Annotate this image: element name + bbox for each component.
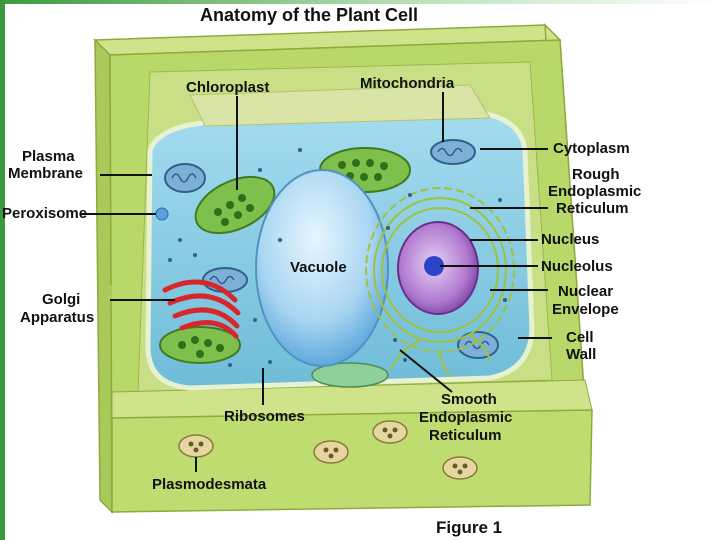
label-plasmodesmata: Plasmodesmata (152, 476, 267, 493)
label-vacuole: Vacuole (290, 259, 347, 276)
mitochondrion (430, 139, 476, 165)
diagram-title: Anatomy of the Plant Cell (200, 5, 419, 25)
label-cytoplasm: Cytoplasm (553, 140, 630, 157)
top-accent-bar (0, 0, 720, 4)
label-peroxisome: Peroxisome (2, 205, 88, 222)
plasmodesma (372, 420, 408, 444)
golgi-apparatus (162, 279, 241, 339)
label-mitochondria: Mitochondria (360, 75, 455, 92)
label-plasma-membrane-line1: Plasma (22, 148, 75, 165)
label-ribosomes: Ribosomes (224, 408, 305, 425)
chloroplast (194, 175, 276, 235)
plasmodesma (442, 456, 478, 480)
label-nucleus: Nucleus (541, 231, 600, 248)
label-plasma-membrane-line2: Membrane (8, 165, 84, 182)
inner-chamber (189, 84, 491, 127)
chloroplast (311, 362, 389, 388)
label-nuclear-envelope-line1: Nuclear (558, 283, 614, 300)
leader-lines (80, 92, 552, 472)
figure-caption: Figure 1 (436, 518, 503, 537)
left-accent-bar (0, 0, 5, 540)
ribosomes (168, 148, 507, 367)
label-nuclear-envelope-line2: Envelope (552, 301, 619, 318)
nucleolus (424, 256, 444, 276)
mitochondrion (202, 267, 248, 293)
label-cell-wall-line2: Wall (566, 346, 597, 363)
label-smooth-er-line3: Reticulum (429, 427, 502, 444)
label-rough-er-line1: Rough (572, 166, 620, 183)
peroxisome (155, 207, 169, 221)
label-chloroplast: Chloroplast (186, 79, 270, 96)
plasmodesma (313, 440, 349, 464)
label-smooth-er-line1: Smooth (441, 391, 497, 408)
label-golgi-line2: Apparatus (20, 309, 95, 326)
label-rough-er-line3: Reticulum (556, 200, 629, 217)
label-smooth-er-line2: Endoplasmic (419, 409, 513, 426)
chloroplast (159, 326, 241, 364)
plasmodesma (178, 434, 214, 458)
mitochondrion (457, 331, 499, 359)
label-cell-wall-line1: Cell (566, 329, 594, 346)
label-rough-er-line2: Endoplasmic (548, 183, 642, 200)
vacuole (255, 169, 389, 367)
mitochondrion (164, 163, 206, 193)
plasmodesmata-group (178, 420, 478, 480)
label-golgi-line1: Golgi (42, 291, 81, 308)
label-nucleolus: Nucleolus (541, 258, 613, 275)
